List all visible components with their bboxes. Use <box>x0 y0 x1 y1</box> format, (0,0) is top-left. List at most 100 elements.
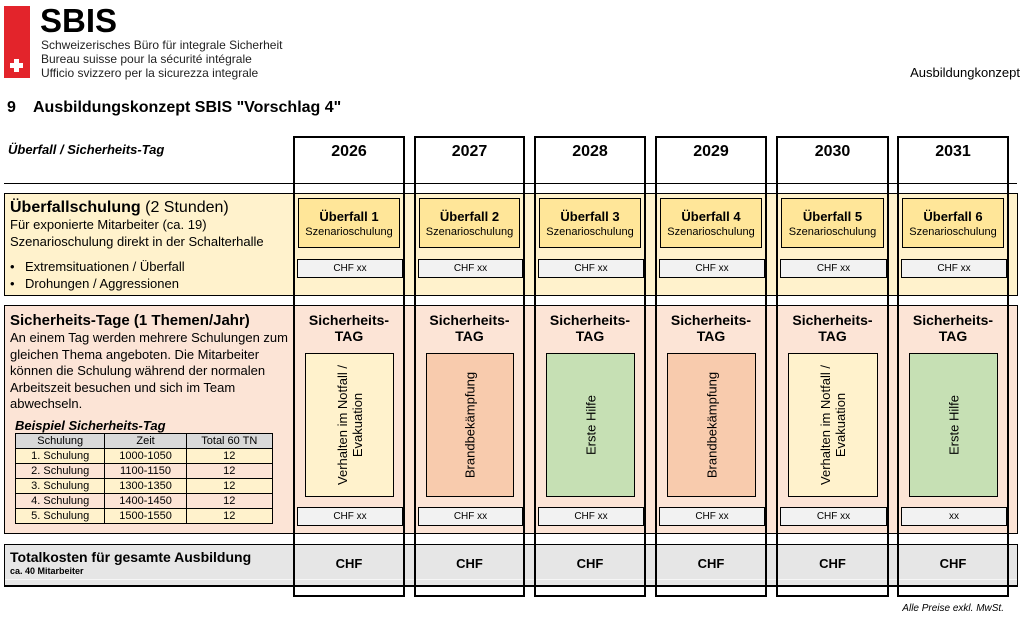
total-cost: CHF <box>939 556 967 571</box>
ueberfall-card-title: Überfall 6 <box>923 209 983 224</box>
ueberfall-card-subtitle: Szenarioschulung <box>305 226 393 238</box>
ueberfall-cost: CHF xx <box>297 259 403 278</box>
ueberfall-card: Überfall 6 Szenarioschulung <box>902 198 1004 248</box>
sicherheits-tag-heading: Sicherheits-TAG <box>414 312 525 344</box>
ueberfall-card: Überfall 5 Szenarioschulung <box>781 198 884 248</box>
sicherheits-tag-cost: CHF xx <box>418 507 523 526</box>
sicherheits-tag-cost: CHF xx <box>780 507 887 526</box>
sicherheits-tag-heading: Sicherheits-TAG <box>776 312 889 344</box>
table-cell: 3. Schulung <box>14 478 106 494</box>
table-row: 3. Schulung 1300-1350 12 <box>14 478 274 494</box>
table-cell: 12 <box>185 463 274 479</box>
total-title: Totalkosten für gesamte Ausbildung <box>10 549 252 565</box>
ueberfall-bullet-2: Drohungen / Aggressionen <box>10 276 179 292</box>
section-title-text: Ausbildungskonzept SBIS "Vorschlag 4" <box>33 99 342 116</box>
heading-line-2: TAG <box>818 328 847 344</box>
heading-line-2: TAG <box>455 328 484 344</box>
sicherheits-tag-cost: CHF xx <box>538 507 644 526</box>
ueberfall-card-subtitle: Szenarioschulung <box>909 226 997 238</box>
logo-name: SBIS <box>40 2 118 39</box>
ueberfall-cost: CHF xx <box>780 259 887 278</box>
ueberfall-title: Überfallschulung (2 Stunden) <box>10 199 229 217</box>
year-column-2031 <box>897 136 1009 597</box>
heading-line-1: Sicherheits- <box>429 312 510 328</box>
table-cell: 12 <box>185 493 274 509</box>
table-cell: 4. Schulung <box>14 493 106 509</box>
ueberfall-card: Überfall 1 Szenarioschulung <box>298 198 400 248</box>
heading-line-1: Sicherheits- <box>308 312 390 328</box>
heading-line-2: TAG <box>575 328 605 344</box>
year-column-2027 <box>414 136 525 597</box>
total-cost: CHF <box>576 556 604 571</box>
table-cell: 12 <box>185 508 274 524</box>
table-cell: 1000-1050 <box>104 448 187 464</box>
topic-card: Brandbekämpfung <box>667 353 756 497</box>
heading-line-1: Sicherheits- <box>912 312 994 328</box>
sicherheit-description: An einem Tag werden mehrere Schulungen z… <box>10 330 288 411</box>
sicherheits-tag-cost: CHF xx <box>659 507 765 526</box>
topic-card: Verhalten im Notfall /Evakuation <box>305 353 394 497</box>
ueberfall-card-subtitle: Szenarioschulung <box>546 226 634 238</box>
swiss-cross-icon <box>10 59 23 72</box>
year-column-2029 <box>655 136 767 597</box>
table-cell: 1400-1450 <box>104 493 187 509</box>
ueberfall-card-title: Überfall 3 <box>560 209 620 224</box>
section-title: 9 Ausbildungskonzept SBIS "Vorschlag 4" <box>7 99 341 117</box>
ueberfall-card-title: Überfall 2 <box>439 209 500 224</box>
ueberfall-cost: CHF xx <box>418 259 523 278</box>
total-band <box>4 544 1018 587</box>
total-subtitle: ca. 40 Mitarbeiter <box>10 566 84 576</box>
section-number: 9 <box>7 99 16 116</box>
heading-line-2: TAG <box>938 328 968 344</box>
table-cell: 5. Schulung <box>14 508 106 524</box>
sicherheit-title: Sicherheits-Tage (1 Themen/Jahr) <box>10 312 250 329</box>
table-cell: 1100-1150 <box>104 463 187 479</box>
ueberfall-card-title: Überfall 5 <box>802 209 863 224</box>
topic-card: Erste Hilfe <box>546 353 635 497</box>
ueberfall-line-1: Für exponierte Mitarbeiter (ca. 19) <box>10 217 207 232</box>
table-cell: 2. Schulung <box>14 463 106 479</box>
year-column-2028 <box>534 136 646 597</box>
total-cost: CHF <box>819 556 846 571</box>
year-heading: 2027 <box>451 143 488 160</box>
example-table: Schulung Zeit Total 60 TN 1. Schulung 10… <box>14 433 274 524</box>
ueberfall-card-title: Überfall 1 <box>319 209 379 224</box>
logo-line-it: Ufficio svizzero per la sicurezza integr… <box>41 66 259 80</box>
ueberfall-card-title: Überfall 4 <box>681 209 741 224</box>
total-cost: CHF <box>697 556 725 571</box>
sicherheits-tag-heading: Sicherheits-TAG <box>293 312 405 344</box>
sicherheits-tag-heading: Sicherheits-TAG <box>534 312 646 344</box>
ueberfall-card-subtitle: Szenarioschulung <box>425 226 514 238</box>
table-row: 1. Schulung 1000-1050 12 <box>14 448 274 464</box>
sicherheits-tag-cost: xx <box>901 507 1007 526</box>
ueberfall-card: Überfall 3 Szenarioschulung <box>539 198 641 248</box>
sicherheits-tag-heading: Sicherheits-TAG <box>897 312 1009 344</box>
table-cell: 1. Schulung <box>14 448 106 464</box>
heading-line-1: Sicherheits- <box>792 312 873 328</box>
total-cost: CHF <box>335 556 363 571</box>
ueberfall-bullet-1: Extremsituationen / Überfall <box>10 259 185 275</box>
table-cell: 1300-1350 <box>104 478 187 494</box>
year-heading: 2028 <box>572 143 608 160</box>
heading-line-2: TAG <box>334 328 364 344</box>
sicherheits-tag-heading: Sicherheits-TAG <box>655 312 767 344</box>
table-cell: 12 <box>185 478 274 494</box>
ueberfall-card-subtitle: Szenarioschulung <box>788 226 877 238</box>
table-cell: 1500-1550 <box>104 508 187 524</box>
table-row: 2. Schulung 1100-1150 12 <box>14 463 274 479</box>
table-header: Total 60 TN <box>185 433 274 449</box>
topic-card: Brandbekämpfung <box>426 353 514 497</box>
year-heading: 2026 <box>331 143 367 160</box>
ueberfall-card-subtitle: Szenarioschulung <box>667 226 755 238</box>
footnote: Alle Preise exkl. MwSt. <box>902 603 1004 614</box>
ueberfall-title-duration: (2 Stunden) <box>140 199 229 216</box>
table-row: 5. Schulung 1500-1550 12 <box>14 508 274 524</box>
sicherheits-tag-cost: CHF xx <box>297 507 403 526</box>
ueberfall-line-2: Szenarioschulung direkt in der Schalterh… <box>10 234 264 249</box>
topic-card: Erste Hilfe <box>909 353 998 497</box>
year-column-2030 <box>776 136 889 597</box>
header-divider <box>4 183 1017 184</box>
heading-line-2: TAG <box>696 328 726 344</box>
logo-line-de: Schweizerisches Büro für integrale Siche… <box>41 38 283 52</box>
year-column-2026 <box>293 136 405 597</box>
